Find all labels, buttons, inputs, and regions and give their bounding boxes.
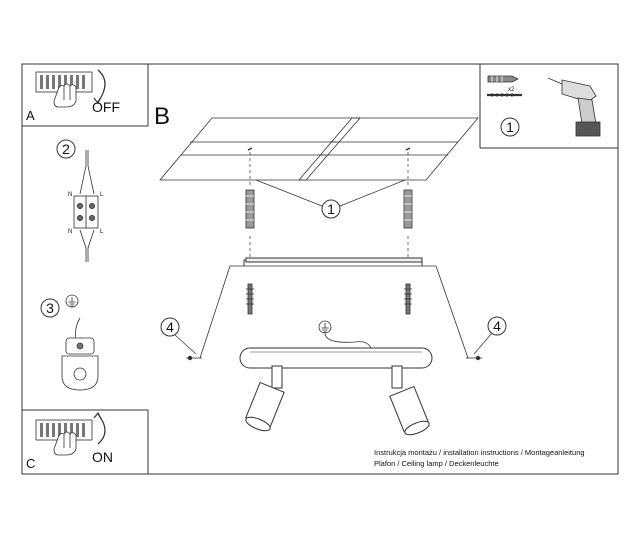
ground-wire bbox=[324, 333, 372, 349]
drill-icon bbox=[547, 77, 601, 137]
wall-plug-right bbox=[403, 189, 413, 229]
terminal-block-illustration bbox=[73, 150, 99, 262]
ground-symbol-icon bbox=[65, 294, 79, 308]
wall-plug-left bbox=[245, 189, 255, 229]
callout-1-leaders bbox=[255, 179, 406, 207]
terminal-l-top: L bbox=[100, 192, 104, 198]
wiring-step: 2 N L N L bbox=[56, 139, 104, 262]
panel-a-letter: A bbox=[26, 108, 35, 123]
panel-b-letter: B bbox=[154, 103, 170, 130]
step-3-number: 3 bbox=[46, 300, 54, 316]
terminal-n-bottom: N bbox=[68, 229, 72, 235]
ground-symbol-icon bbox=[318, 320, 332, 334]
quantity-label: x2 bbox=[508, 87, 515, 93]
caption-line-1: Instrukcja montażu / installation instru… bbox=[374, 448, 585, 457]
step-1-anchors-circle bbox=[321, 199, 341, 219]
mounting-bracket bbox=[243, 257, 423, 266]
step-4-left-number: 4 bbox=[166, 319, 174, 335]
step-1-tools-number: 1 bbox=[506, 119, 514, 135]
step-2-circle bbox=[56, 139, 76, 159]
panel-a: A OFF bbox=[26, 69, 120, 123]
step-1-anchors-number: 1 bbox=[327, 201, 335, 217]
on-label: ON bbox=[92, 449, 113, 465]
caption-line-2: Plafon / Ceiling lamp / Deckenleuchte bbox=[374, 459, 499, 468]
terminal-n-top: N bbox=[68, 192, 72, 198]
step-3-circle bbox=[40, 298, 60, 318]
step-4-right-number: 4 bbox=[493, 318, 501, 334]
tools-panel: x2 1 bbox=[487, 75, 601, 137]
fixture-base-bar bbox=[239, 347, 433, 369]
screw-icon bbox=[487, 93, 522, 97]
switch-off-illustration bbox=[35, 71, 93, 108]
ground-step: 3 bbox=[40, 294, 99, 391]
callout-4-leaders bbox=[174, 332, 493, 355]
step-1-tools-circle bbox=[500, 117, 520, 137]
spotlight-right bbox=[389, 365, 430, 436]
screw-right bbox=[404, 283, 412, 315]
spotlight-left bbox=[245, 365, 285, 432]
step-4-left-circle bbox=[160, 317, 180, 337]
ground-clamp-illustration bbox=[61, 317, 99, 391]
frame bbox=[21, 63, 619, 475]
drill-guide-lines bbox=[249, 152, 409, 262]
ceiling-illustration bbox=[159, 117, 479, 181]
side-screw-right bbox=[466, 355, 482, 361]
wall-plug-icon bbox=[487, 75, 519, 83]
side-screw-left bbox=[186, 355, 202, 361]
panel-b: B bbox=[154, 103, 585, 468]
step-4-right-circle bbox=[487, 316, 507, 336]
off-label: OFF bbox=[92, 99, 120, 115]
bracket-guide-outline bbox=[199, 265, 469, 359]
arrow-icon bbox=[97, 413, 106, 445]
switch-on-illustration bbox=[35, 419, 93, 456]
terminal-l-bottom: L bbox=[100, 229, 104, 235]
arrow-icon bbox=[97, 69, 106, 103]
panel-c-letter: C bbox=[26, 456, 35, 471]
step-2-number: 2 bbox=[62, 141, 70, 157]
screw-left bbox=[246, 283, 254, 315]
panel-c: C ON bbox=[26, 411, 113, 471]
